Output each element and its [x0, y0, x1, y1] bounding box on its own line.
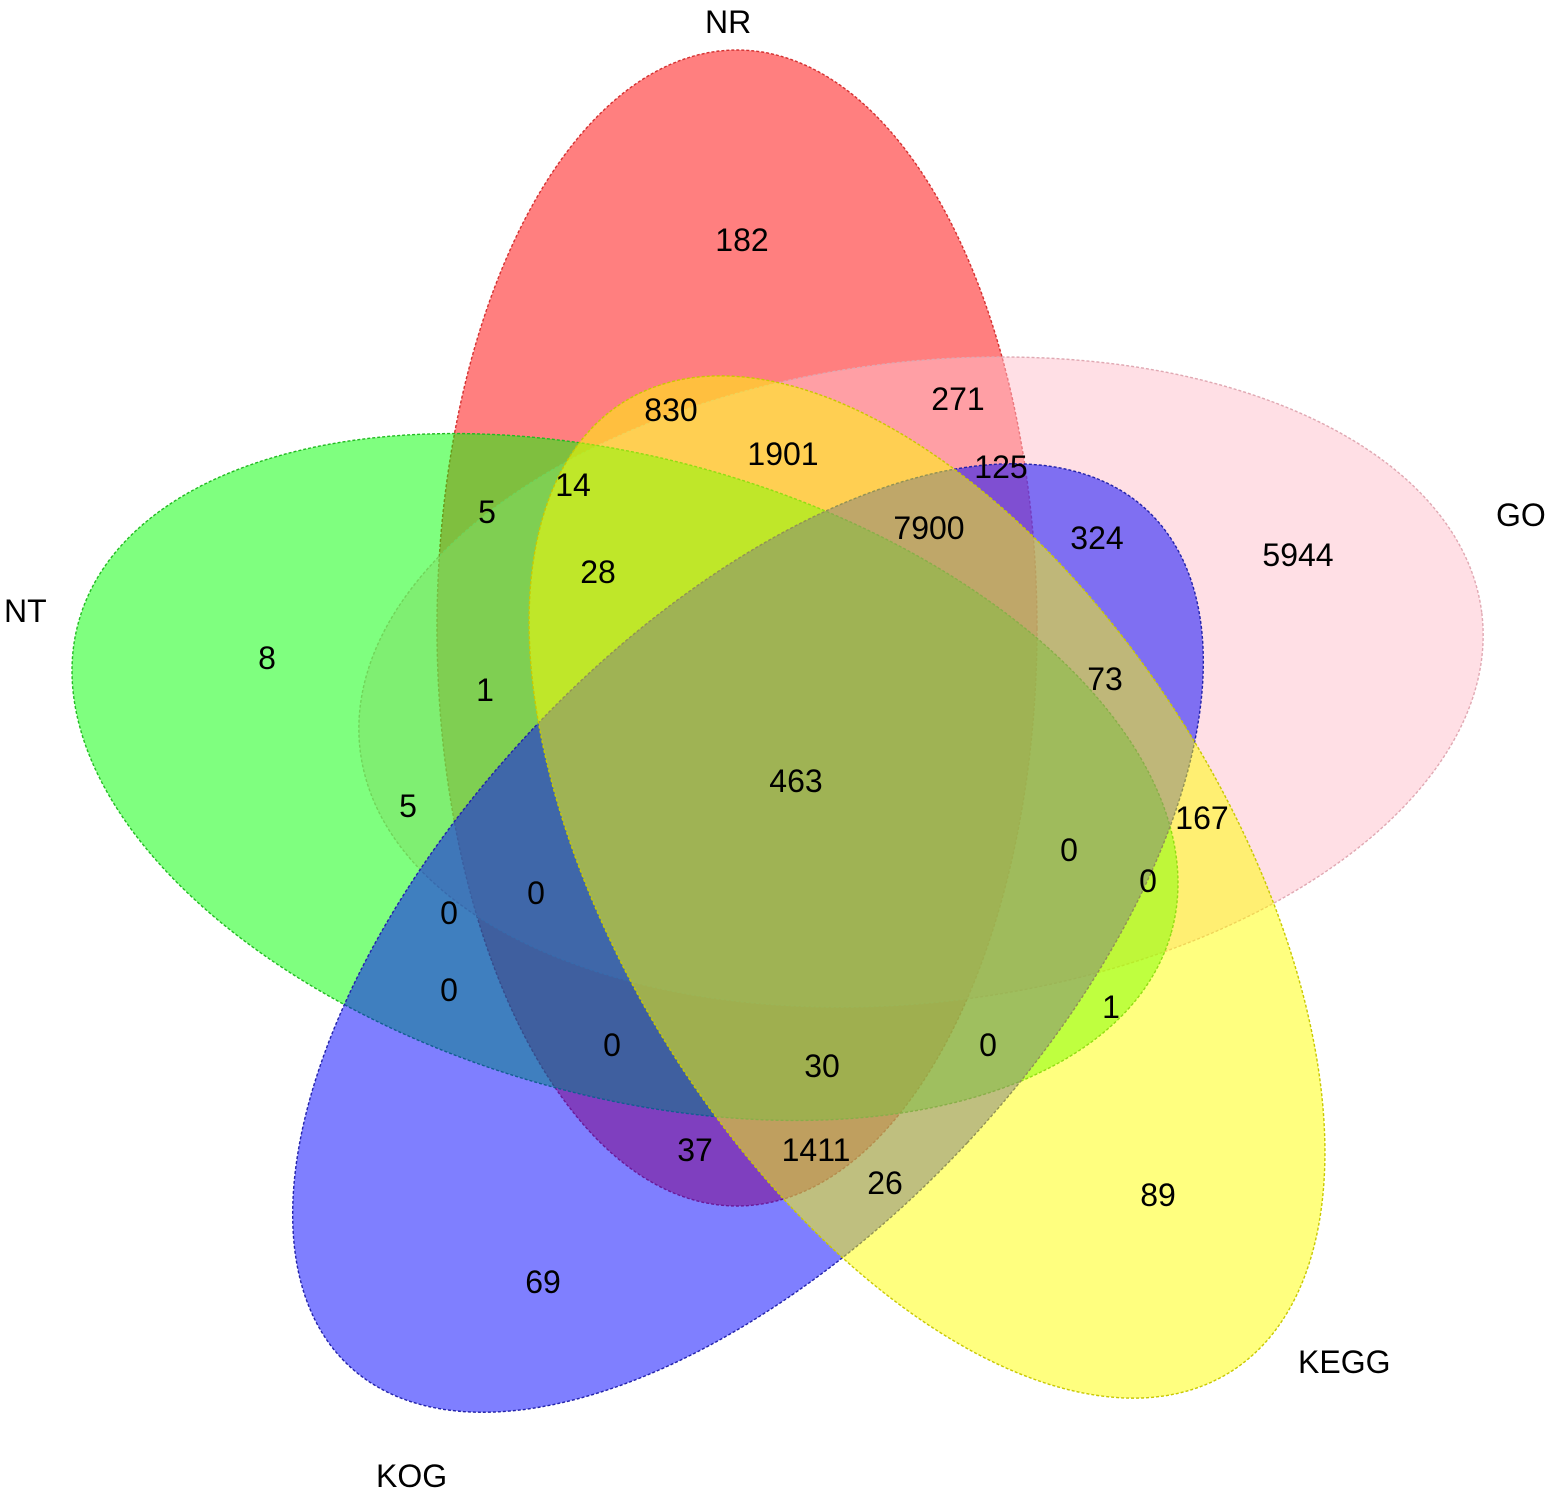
set-label-kog: KOG: [376, 1458, 447, 1494]
region-count-nr: 182: [715, 222, 768, 258]
set-label-kegg: KEGG: [1298, 1344, 1390, 1380]
set-label-nr: NR: [705, 4, 751, 40]
region-count-nt-go: 5: [399, 788, 417, 824]
region-count-nt: 8: [258, 640, 276, 676]
ellipse-kegg: [528, 375, 1326, 1399]
region-count-nr-kog: 37: [677, 1132, 713, 1168]
region-count-nr-go-kog: 125: [974, 449, 1027, 485]
region-count-nr-nt-kog: 0: [603, 1027, 621, 1063]
region-count-go-kog-kegg: 73: [1087, 661, 1123, 697]
set-label-nt: NT: [4, 593, 47, 629]
region-count-nr-go-kegg: 1901: [747, 436, 818, 472]
region-count-all: 463: [769, 763, 822, 799]
region-count-kegg: 89: [1140, 1177, 1176, 1213]
region-count-nr-nt-go-kegg: 28: [580, 554, 616, 590]
region-count-nr-nt-kegg: 14: [555, 467, 591, 503]
region-count-nr-go-kog-kegg: 7900: [893, 510, 964, 546]
region-count-nr-kog-kegg: 1411: [782, 1132, 851, 1168]
region-count-kog-kegg: 26: [867, 1165, 903, 1201]
region-count-go-kegg: 167: [1175, 800, 1228, 836]
region-count-nr-go: 271: [931, 381, 984, 417]
region-count-kog: 69: [525, 1264, 561, 1300]
region-count-nr-nt: 5: [478, 494, 496, 530]
region-count-nr-kegg: 830: [644, 392, 697, 428]
region-count-go: 5944: [1262, 537, 1333, 573]
region-count-nr-nt-kog-kegg: 30: [804, 1048, 840, 1084]
region-count-nt-kog-kegg: 0: [979, 1027, 997, 1063]
region-count-nr-nt-go-kog: 0: [527, 875, 545, 911]
region-count-nt-kog: 0: [440, 972, 458, 1008]
region-count-go-kog: 324: [1070, 520, 1123, 556]
region-count-nt-go-kog-kegg: 0: [1060, 832, 1078, 868]
region-count-nt-go-kegg: 0: [1139, 863, 1157, 899]
region-count-nt-go-kog: 0: [440, 895, 458, 931]
region-count-nt-kegg: 1: [1102, 989, 1120, 1025]
region-count-nr-nt-go: 1: [476, 672, 494, 708]
set-label-go: GO: [1496, 497, 1546, 533]
